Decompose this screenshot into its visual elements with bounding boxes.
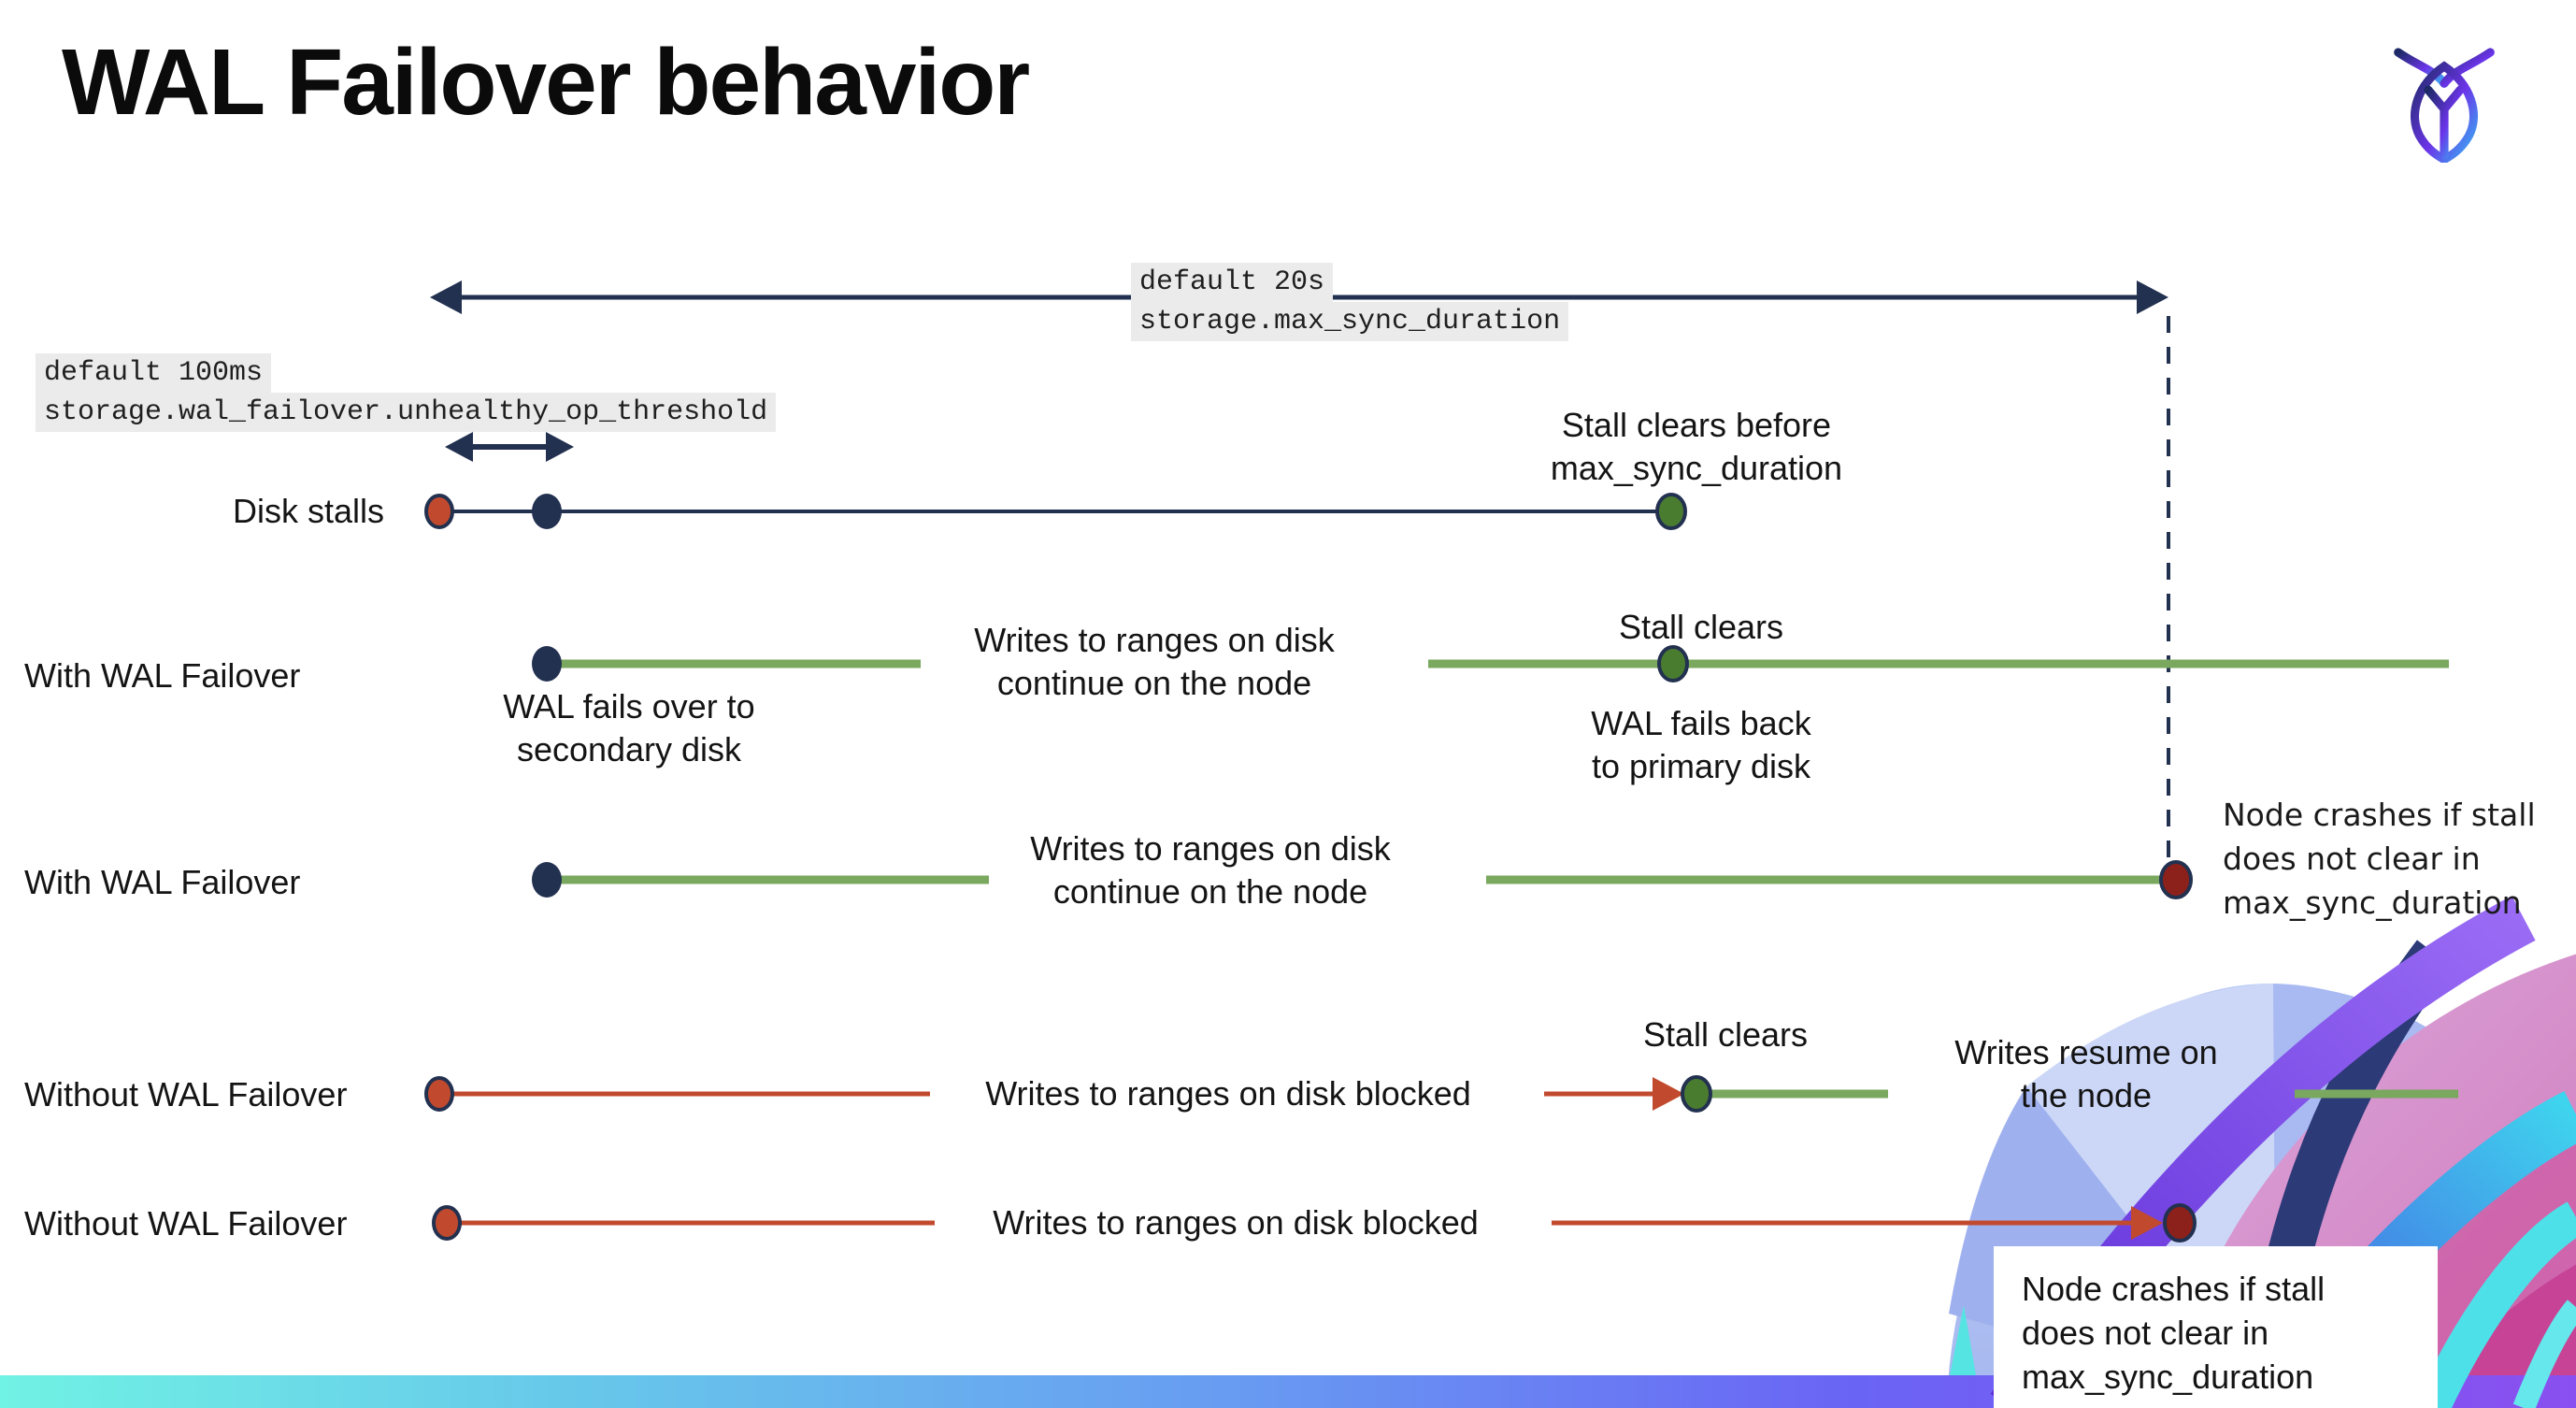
- row-label-disk-stalls: Disk stalls: [232, 492, 385, 530]
- annotation-wal-fails-over: WAL fails over to secondary disk: [503, 687, 755, 769]
- annotation-writes-blocked-1: Writes to ranges on disk blocked: [985, 1074, 1471, 1113]
- arrowhead-right: [546, 432, 574, 462]
- stall-start-dot: [432, 1205, 462, 1241]
- failover-dot: [532, 862, 562, 898]
- arrowhead-right: [2137, 280, 2168, 314]
- page-title: WAL Failover behavior: [62, 30, 1030, 135]
- stall-start-dot: [424, 494, 454, 529]
- annotation-writes-blocked-2: Writes to ranges on disk blocked: [993, 1203, 1479, 1242]
- annotation-stall-clears-mid: Stall clears: [1618, 608, 1784, 646]
- threshold-default-label: default 100ms: [36, 353, 272, 393]
- cockroachdb-logo-icon: [2394, 48, 2495, 163]
- annotation-wal-fails-back: WAL fails back to primary disk: [1591, 704, 1811, 785]
- annotation-node-crashes-bottom: Node crashes if stall does not clear in …: [2022, 1270, 2326, 1396]
- timeline-without-wal-failover-2: [432, 1203, 2197, 1243]
- threshold-arrow: [445, 432, 574, 462]
- stall-clears-dot: [1655, 493, 1687, 530]
- annotation-stall-clears-before: Stall clears before max_sync_duration: [1550, 406, 1843, 487]
- annotation-writes-continue-2: Writes to ranges on disk continue on the…: [1030, 829, 1391, 911]
- red-arrowhead: [2131, 1206, 2163, 1240]
- failover-dot: [532, 646, 562, 682]
- annotation-writes-continue-1: Writes to ranges on disk continue on the…: [974, 621, 1335, 702]
- row-label-with-wal-failover-1: With WAL Failover: [24, 656, 301, 695]
- red-arrowhead: [1653, 1077, 1684, 1111]
- arrowhead-left: [445, 432, 473, 462]
- threshold-setting-label: storage.wal_failover.unhealthy_op_thresh…: [36, 393, 777, 432]
- stall-clears-dot: [1681, 1075, 1712, 1113]
- row-label-without-wal-failover-1: Without WAL Failover: [24, 1075, 348, 1113]
- timeline-without-wal-failover-1: [424, 1075, 2458, 1113]
- node-crash-dot: [2163, 1203, 2197, 1243]
- failover-threshold-dot: [532, 494, 562, 529]
- annotation-stall-clears-bottom: Stall clears: [1642, 1015, 1809, 1054]
- node-crash-dot: [2159, 860, 2193, 899]
- row-label-without-wal-failover-2: Without WAL Failover: [24, 1204, 348, 1243]
- max-sync-default-label: default 20s: [1131, 263, 1334, 302]
- annotation-node-crashes-top: Node crashes if stall does not clear in …: [2223, 797, 2536, 921]
- timeline-disk-stalls: [424, 493, 1687, 530]
- body-y-stem: [2424, 85, 2465, 160]
- arrowhead-left: [430, 280, 462, 314]
- stall-clears-dot: [1657, 645, 1689, 682]
- antenna-right: [2440, 48, 2495, 88]
- row-label-with-wal-failover-2: With WAL Failover: [24, 863, 301, 901]
- node-crash-note-box: Node crashes if stall does not clear in …: [1994, 1246, 2438, 1408]
- timeline-with-wal-failover-1: [532, 645, 2449, 682]
- annotation-writes-resume: Writes resume on the node: [1954, 1033, 2218, 1114]
- timeline-with-wal-failover-2: [532, 860, 2193, 899]
- stall-start-dot: [424, 1076, 454, 1112]
- max-sync-setting-label: storage.max_sync_duration: [1131, 302, 1569, 341]
